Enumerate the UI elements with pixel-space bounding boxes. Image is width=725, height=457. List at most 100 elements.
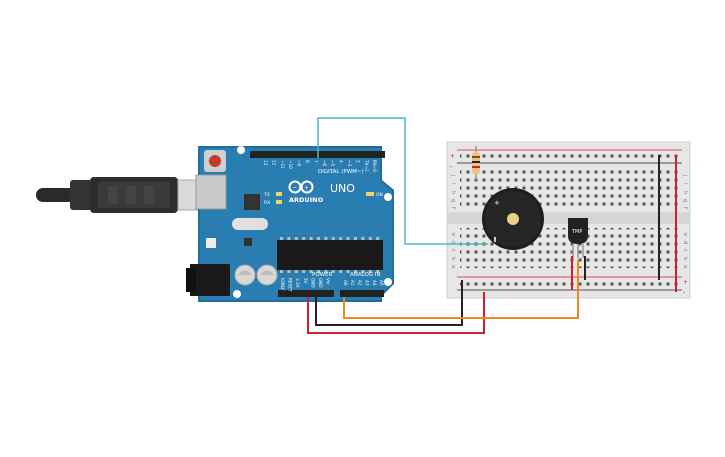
power-pin-label: GND xyxy=(318,278,323,288)
power-pin-label: GND xyxy=(310,278,315,288)
power-pin-label: Vin xyxy=(326,278,331,285)
tx-label: TX xyxy=(263,192,270,198)
analog-pin-label: A4 xyxy=(372,280,377,286)
analog-label: ANALOG IN xyxy=(350,272,381,278)
mounting-hole xyxy=(233,290,241,298)
chip-pin xyxy=(354,237,357,240)
row-letter: d xyxy=(682,241,688,244)
chip-pin xyxy=(302,237,306,240)
on-label: ON xyxy=(376,192,383,198)
rail-minus-label: - xyxy=(683,289,685,296)
digital-pin-label: 2 xyxy=(355,160,360,163)
top-power-rail[interactable] xyxy=(460,152,680,162)
chip-pin xyxy=(339,270,343,273)
arduino-logo: − + xyxy=(288,180,314,194)
chip-pin xyxy=(376,237,380,240)
power-pin-label: RESET xyxy=(288,278,293,292)
chip-pin xyxy=(280,237,283,240)
row-letter: d xyxy=(450,241,456,244)
uno-model: UNO xyxy=(330,182,355,195)
sensor-label: TMP xyxy=(571,229,582,235)
rail-minus-label: - xyxy=(450,163,452,170)
chip-pin xyxy=(354,270,357,273)
digital-pin-label: 12 xyxy=(271,160,276,166)
rail-plus-label: + xyxy=(450,153,455,160)
row-letter: b xyxy=(450,257,456,260)
piezo-buzzer[interactable]: + xyxy=(482,188,544,250)
buzzer-plus: + xyxy=(494,199,500,207)
digital-label: DIGITAL (PWM~) xyxy=(318,169,364,175)
chip-pin xyxy=(294,237,298,240)
power-pin-label: IOREF xyxy=(280,278,285,291)
wire-cyan[interactable] xyxy=(317,117,488,245)
chip-pin xyxy=(280,270,283,273)
chip-pin xyxy=(324,237,328,240)
chip-pin xyxy=(294,270,298,273)
usb-chip xyxy=(244,194,260,210)
chip-pin xyxy=(302,270,306,273)
row-letter: j xyxy=(450,174,456,176)
analog-header[interactable] xyxy=(340,290,384,297)
chip-pin xyxy=(376,270,380,273)
row-letter: e xyxy=(682,233,688,236)
chip-pin xyxy=(324,270,328,273)
chip-pin xyxy=(368,270,372,273)
power-jack[interactable] xyxy=(190,264,230,296)
mounting-hole xyxy=(237,146,245,154)
rail-plus-label: + xyxy=(683,279,688,286)
row-letter: f xyxy=(450,207,456,209)
wires[interactable] xyxy=(307,117,677,334)
chip-pin xyxy=(339,237,343,240)
row-letter: h xyxy=(450,191,456,194)
digital-pin-label: 7 xyxy=(313,160,318,163)
wire-black[interactable] xyxy=(315,280,463,326)
digital-pin-label: ~11 xyxy=(280,160,285,169)
chip-pin xyxy=(368,237,372,240)
crystal xyxy=(232,218,268,230)
digital-pin-label: ~3 xyxy=(347,160,352,167)
chip-pin xyxy=(287,270,291,273)
digital-pin-label: ~6 xyxy=(322,160,327,167)
svg-text:+: + xyxy=(304,185,309,192)
power-header[interactable] xyxy=(278,290,334,297)
digital-pin-label: ~5 xyxy=(330,160,335,167)
digital-pin-label: TX→1 xyxy=(364,159,369,172)
wire-red[interactable] xyxy=(307,292,485,334)
row-letter: c xyxy=(682,249,688,252)
arduino-brand: ARDUINO xyxy=(289,196,324,204)
temperature-sensor[interactable]: TMP xyxy=(568,218,588,258)
chip-pin xyxy=(317,237,320,240)
power-pin-label: 3.3V xyxy=(295,278,300,288)
analog-pin-label: A3 xyxy=(365,280,370,286)
analog-pin-label: A1 xyxy=(350,280,355,286)
chip-pin xyxy=(317,270,320,273)
analog-pin-label: A2 xyxy=(357,280,362,286)
digital-pin-label: 4 xyxy=(339,160,344,163)
power-label: POWER xyxy=(312,272,333,278)
usb-cable[interactable] xyxy=(36,177,209,213)
chip-pin xyxy=(361,237,365,240)
chip-pin xyxy=(309,237,313,240)
digital-pin-label: ~10 xyxy=(288,160,293,169)
chip-pin xyxy=(331,270,335,273)
row-letter: b xyxy=(682,257,688,260)
row-letter: c xyxy=(450,249,456,252)
digital-pin-label: ~9 xyxy=(297,160,302,167)
row-letter: h xyxy=(682,191,688,194)
digital-pin-label: 13 xyxy=(263,160,268,166)
bottom-power-rail[interactable] xyxy=(460,279,680,289)
power-pin-label: 5V xyxy=(303,278,308,284)
digital-pin-label: 8 xyxy=(305,160,310,163)
chip-pin xyxy=(287,237,291,240)
row-letter: g xyxy=(450,199,456,202)
resistor[interactable] xyxy=(472,146,480,180)
row-letter: i xyxy=(450,183,456,184)
digital-pin-label: RX←0 xyxy=(372,160,377,172)
chip-pin xyxy=(346,237,350,240)
mounting-hole xyxy=(384,278,392,286)
rx-label: RX xyxy=(264,200,270,206)
wire-orange[interactable] xyxy=(343,260,579,319)
